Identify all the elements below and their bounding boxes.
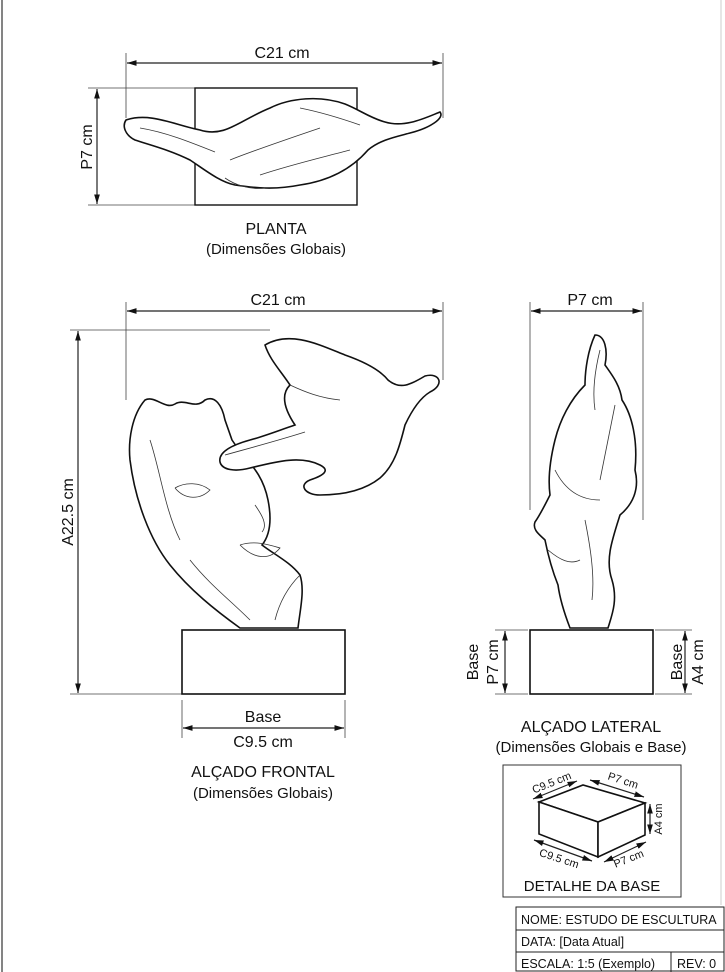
plan-sculpture-outline: [123, 97, 442, 189]
detail-title: DETALHE DA BASE: [524, 878, 660, 895]
side-title: ALÇADO LATERAL: [521, 719, 661, 736]
side-base-right-value: A4 cm: [690, 639, 707, 684]
title-block-name: NOME: ESTUDO DE ESCULTURA: [521, 913, 717, 927]
front-elevation: C21 cm A22.5 cm Base C9.5 cm: [60, 292, 444, 751]
side-subtitle: (Dimensões Globais e Base): [496, 739, 687, 756]
side-depth-label: P7 cm: [567, 292, 612, 309]
front-width-label: C21 cm: [250, 292, 305, 309]
front-face-outline: [128, 398, 303, 629]
detail-bottom-right-label: P7 cm: [612, 848, 645, 871]
front-title: ALÇADO FRONTAL: [191, 764, 335, 781]
front-subtitle: (Dimensões Globais): [193, 785, 333, 802]
side-base-right-label: Base: [669, 644, 686, 681]
front-base-width-label: C9.5 cm: [233, 734, 293, 751]
plan-width-label: C21 cm: [254, 45, 309, 62]
plan-title: PLANTA: [245, 221, 306, 238]
title-block-scale: ESCALA: 1:5 (Exemplo): [521, 957, 655, 971]
title-block-revision: REV: 0: [677, 957, 716, 971]
side-base-left-value: P7 cm: [485, 639, 502, 684]
detail-right-label: A4 cm: [653, 803, 665, 834]
front-base-label: Base: [245, 709, 282, 726]
side-base-left-label: Base: [465, 644, 482, 681]
detail-top-right-label: P7 cm: [606, 771, 639, 792]
front-height-label: A22.5 cm: [60, 478, 77, 546]
side-base: [529, 629, 654, 695]
plan-depth-label: P7 cm: [79, 124, 96, 169]
front-hand-outline: [219, 337, 440, 496]
base-detail-frame: [502, 764, 682, 898]
title-block: NOME: ESTUDO DE ESCULTURA DATA: [Data At…: [515, 906, 725, 972]
plan-subtitle: (Dimensões Globais): [206, 241, 346, 258]
base-detail: C9.5 cm P7 cm A4 cm C9.5 cm P7 cm DETALH…: [502, 764, 682, 898]
front-base: [181, 629, 346, 695]
side-elevation: P7 cm Base P7 cm Base A4 cm: [465, 292, 707, 695]
plan-view: C21 cm P7 cm: [79, 45, 444, 206]
side-sculpture-outline: [533, 334, 638, 629]
title-block-date: DATA: [Data Atual]: [521, 935, 624, 949]
detail-bottom-left-label: C9.5 cm: [538, 847, 581, 871]
